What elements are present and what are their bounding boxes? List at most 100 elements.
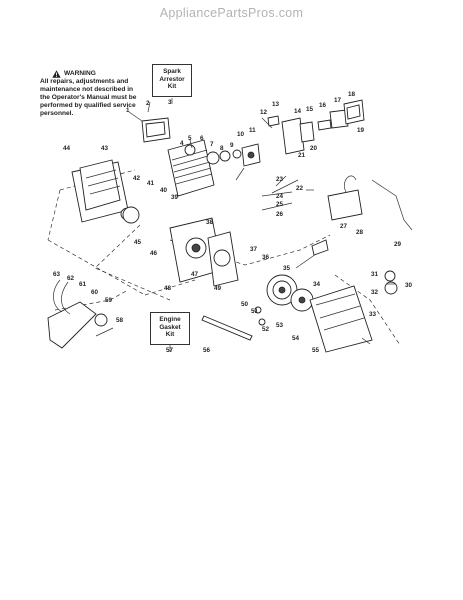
callout-4: 4 [180,140,184,147]
o-ring [122,206,140,224]
warning-triangle-icon [52,70,61,78]
callout-38: 38 [206,219,214,226]
engine-gasket-kit-box: Engine Gasket Kit [150,312,190,345]
callout-37: 37 [250,246,258,253]
warning-title: WARNING [52,70,140,78]
callout-17: 17 [334,97,342,104]
callout-32: 32 [371,289,379,296]
group-line-cylinder [94,224,171,301]
callout-59: 59 [105,297,113,304]
callout-58: 58 [116,317,124,324]
nut-52 [258,318,266,326]
spark-kit-line-3: Kit [167,83,177,91]
starter-housing [309,285,373,353]
callout-5: 5 [188,135,192,142]
spark-kit-line-2: Arrestor [159,75,185,83]
callout-36: 36 [262,254,270,261]
callout-21: 21 [298,152,306,159]
throttle-handle [47,279,97,349]
callout-30: 30 [405,282,413,289]
callout-24: 24 [276,193,284,200]
callout-42: 42 [133,175,141,182]
warning-line-2: maintenance not described in [40,86,134,93]
group-line-crank [169,234,331,266]
callout-41: 41 [147,180,155,187]
callout-3: 3 [168,99,172,106]
callout-63: 63 [53,271,61,278]
callout-31: 31 [371,271,379,278]
callout-1: 1 [126,107,130,114]
callout-44: 44 [63,145,71,152]
callout-10: 10 [237,131,245,138]
callout-23: 23 [276,176,284,183]
cylinder [167,139,215,197]
callout-50: 50 [241,301,249,308]
callout-8: 8 [220,145,224,152]
callout-15: 15 [306,106,314,113]
spark-plug-wire [371,179,413,231]
spark-kit-line-1: Spark [163,68,181,75]
callout-33: 33 [369,311,377,318]
muffler-assembly [128,111,171,143]
starter-rope-handle [295,239,329,269]
callout-48: 48 [164,285,172,292]
carburetor [261,115,332,155]
callout-43: 43 [101,145,109,152]
callout-9: 9 [230,142,234,149]
callout-19: 19 [357,127,365,134]
callout-2: 2 [146,100,150,107]
engine-kit-line-2: Gasket [159,323,181,331]
crankcase [169,217,239,287]
wrench [201,315,253,341]
callout-34: 34 [313,281,321,288]
callout-52: 52 [262,326,270,333]
callout-45: 45 [134,239,142,246]
warning-notice: WARNING All repairs, adjustments and mai… [40,70,140,118]
clutch-parts [384,270,398,295]
callout-54: 54 [292,335,300,342]
callout-7: 7 [210,141,214,148]
air-filter [329,99,365,129]
engine-housing-left [71,159,136,223]
callout-18: 18 [348,91,356,98]
callout-20: 20 [310,145,318,152]
warning-heading: WARNING [64,70,96,77]
warning-line-3: the Operator's Manual must be [40,94,137,101]
callout-16: 16 [319,102,327,109]
leader-lines [95,98,396,352]
callout-28: 28 [356,229,364,236]
callout-12: 12 [260,109,268,116]
callout-11: 11 [249,127,256,134]
warning-line-4: performed by qualified service [40,102,136,109]
ignition-module [327,175,363,221]
callout-46: 46 [150,250,158,257]
flywheel [266,274,314,312]
callout-29: 29 [394,241,402,248]
callout-49: 49 [214,285,222,292]
callout-53: 53 [276,322,284,329]
callout-57: 57 [166,347,174,354]
warning-line-1: All repairs, adjustments and [40,78,129,85]
callout-13: 13 [272,101,280,108]
callout-39: 39 [171,194,179,201]
callout-62: 62 [67,275,75,282]
callout-55: 55 [312,347,320,354]
callout-35: 35 [283,265,291,272]
callout-60: 60 [91,289,99,296]
washer-51 [254,306,262,314]
callout-61: 61 [79,281,87,288]
fuel-cap [94,313,108,327]
spark-arrestor-kit-box: Spark Arrestor Kit [152,64,192,97]
piston-parts [206,143,261,167]
engine-kit-line-3: Kit [165,331,175,339]
callout-6: 6 [200,135,204,142]
callout-56: 56 [203,347,211,354]
warning-line-5: personnel. [40,110,74,117]
callout-25: 25 [276,201,284,208]
callout-47: 47 [191,271,199,278]
group-line-housing [334,274,401,346]
callout-22: 22 [296,185,304,192]
callout-14: 14 [294,108,302,115]
